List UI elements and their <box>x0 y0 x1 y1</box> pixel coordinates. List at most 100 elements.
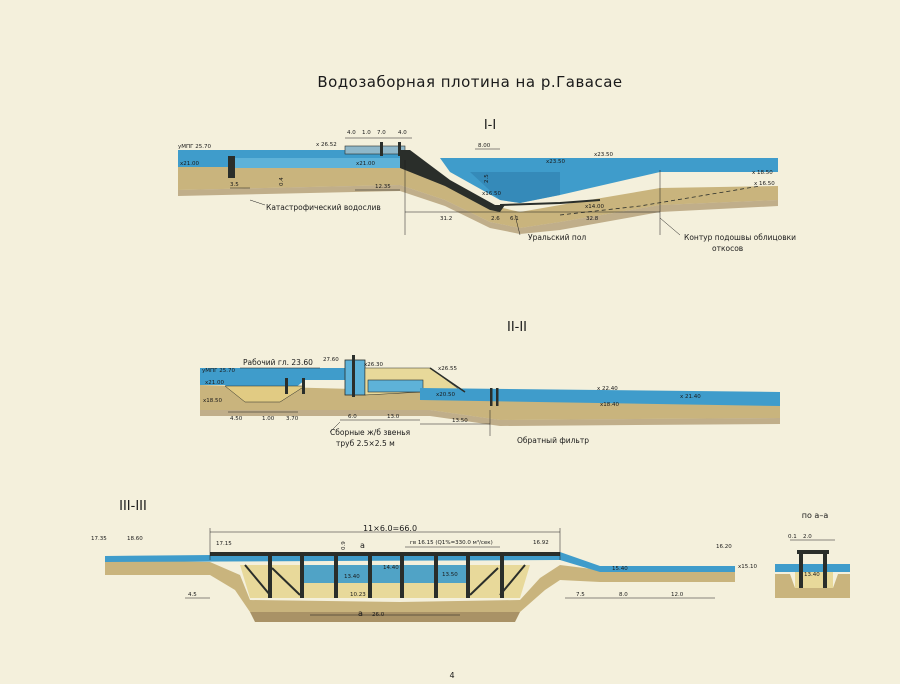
s3-dim-26-0: 26.0 <box>372 612 385 618</box>
s3-mark-17-35: 17.35 <box>91 536 107 542</box>
s2-mark-18-50: x18.50 <box>203 398 223 404</box>
sheet-title: Водозаборная плотина на р.Гавасае <box>317 73 622 91</box>
section-1-1: I-I <box>178 118 796 253</box>
s2-mark-26-55: x26.55 <box>438 366 458 372</box>
s1-dim-4-0a: 4.0 <box>347 130 356 136</box>
s1-dim-4-0b: 4.0 <box>398 130 407 136</box>
s1-dim-31-2: 31.2 <box>440 216 452 222</box>
s1-label-ural-floor: Уральский пол <box>528 233 586 242</box>
s1-mark-umpg: уМПГ 25.70 <box>178 144 211 150</box>
section-1-lining-contour <box>559 185 761 216</box>
s3-dim-4-5: 4.5 <box>188 592 197 598</box>
s4-dim-2-0: 2.0 <box>803 534 812 540</box>
s2-label-reverse-filter: Обратный фильтр <box>517 436 589 445</box>
s3-mark-16-20: 16.20 <box>716 544 732 550</box>
s1-mark-16-50: x 16.50 <box>754 181 775 187</box>
section-1-heading: I-I <box>484 118 496 133</box>
section-2-downstream-water <box>420 388 780 406</box>
section-3-water-top <box>105 552 735 572</box>
s2-mark-26-30: x26.30 <box>364 362 384 368</box>
section-3-soil-shadow <box>250 612 520 622</box>
s1-dim-32-8: 32.8 <box>586 216 599 222</box>
section-1-basin-water-deep <box>470 172 560 203</box>
section-1-chute <box>400 150 505 212</box>
s1-dim-2-6: 2.6 <box>491 216 500 222</box>
section-1-soil-shadow <box>178 185 778 234</box>
page-number: 4 <box>449 671 454 680</box>
section-a-a: по а–а 0.1 2.0 13.40 <box>775 511 850 598</box>
s2-dim-6-0: 6.0 <box>348 414 357 420</box>
s3-label-cut-a2: а <box>358 609 363 618</box>
s1-mark-18-50: x 18.50 <box>752 170 773 176</box>
section-4-soil <box>775 574 850 598</box>
s2-dim-4-50: 4.50 <box>230 416 243 422</box>
s1-label-lining-contour-1: Контур подошвы облицовки <box>684 233 796 242</box>
section-2-soil-shadow <box>200 410 780 426</box>
s4-dim-0-1: 0.1 <box>788 534 797 540</box>
s3-dim-7-5: 7.5 <box>576 592 585 598</box>
s1-mark-26-52: x 26.52 <box>316 142 337 148</box>
section-2-heading: II-II <box>507 320 527 335</box>
s3-mark-18-60: 18.60 <box>127 536 143 542</box>
section-3-heading: III-III <box>119 499 147 514</box>
s1-mark-21-00a: x21.00 <box>180 161 200 167</box>
s1-dim-6-1: 6.1 <box>510 216 519 222</box>
s3-dim-8-0: 8.0 <box>619 592 628 598</box>
s1-dim-2-5: 2.5 <box>484 174 490 183</box>
s1-label-lining-contour-2: откосов <box>712 244 743 253</box>
section-4-water <box>775 564 850 572</box>
section-3-struts <box>244 564 526 596</box>
section-1-crest-block <box>344 145 406 155</box>
s2-mark-21-00: x21.00 <box>205 380 225 386</box>
s1-mark-16-50b: x16.50 <box>482 191 502 197</box>
section-1-gate-post-1 <box>380 142 383 156</box>
s1-dim-8-00: 8.00 <box>478 143 491 149</box>
section-2-post-b <box>302 378 305 394</box>
s2-mark-22-40: x 22.40 <box>597 386 618 392</box>
s3-mark-16-92: 16.92 <box>533 540 549 546</box>
s2-dim-13-50: 13.50 <box>452 418 468 424</box>
s2-dim-3-70: 3.70 <box>286 416 299 422</box>
section-1-headpond-water <box>235 158 400 168</box>
section-2-gate-post <box>352 355 355 397</box>
s1-dim-1-0: 1.0 <box>362 130 371 136</box>
section-1-soil <box>178 167 778 228</box>
section-3-soil <box>105 560 735 612</box>
s2-label-pipes-2: труб 2.5×2.5 м <box>336 439 395 448</box>
s2-mark-27-60: 27.60 <box>323 357 339 363</box>
s3-mark-15-10: x15.10 <box>738 564 758 570</box>
s2-mark-18-40: x18.40 <box>600 402 620 408</box>
s2-dim-1-00: 1.00 <box>262 416 275 422</box>
s2-dim-13-0: 13.0 <box>387 414 400 420</box>
section-2-pipe-box <box>367 379 424 393</box>
s1-mark-21-00b: x21.00 <box>356 161 376 167</box>
section-4-deck <box>797 550 829 554</box>
s2-mark-21-40: x 21.40 <box>680 394 701 400</box>
s3-label-span-total: 11×6.0=66.0 <box>363 524 417 533</box>
s1-dim-0-4: 0.4 <box>279 177 285 186</box>
section-4-pier-left <box>799 552 803 588</box>
s3-mark-13-40: 13.40 <box>344 574 360 580</box>
s3-mark-10-23: 10.23 <box>350 592 366 598</box>
section-3-culvert-water <box>300 565 470 583</box>
section-2-slope <box>429 367 466 393</box>
s3-label-cut-a: а <box>360 541 365 550</box>
s3-dim-12-0: 12.0 <box>671 592 684 598</box>
section-3-piers <box>268 556 504 598</box>
s3-mark-14-40: 14.40 <box>383 565 399 571</box>
s3-mark-15-40: 15.40 <box>612 566 628 572</box>
s2-label-working-level: Рабочий гл. 23.60 <box>243 358 313 367</box>
s1-dim-3-5: 3.5 <box>230 182 239 188</box>
section-1-weir-wall <box>228 156 235 178</box>
s3-mark-17-15: 17.15 <box>216 541 232 547</box>
s1-label-catastrophic-spillway: Катастрофический водослив <box>266 203 381 212</box>
s1-mark-23-50a: x23.50 <box>546 159 566 165</box>
s3-label-design-level: гв 16.15 (Q1%=330.0 м³/сек) <box>410 539 493 546</box>
section-4-heading: по а–а <box>802 511 829 520</box>
s1-dim-7-0: 7.0 <box>377 130 386 136</box>
section-1-gate-post-2 <box>398 142 401 156</box>
s4-mark-13-40: 13.40 <box>804 572 820 578</box>
s1-mark-14-00: x14.00 <box>585 204 605 210</box>
section-2-filter-post-2 <box>496 388 499 406</box>
